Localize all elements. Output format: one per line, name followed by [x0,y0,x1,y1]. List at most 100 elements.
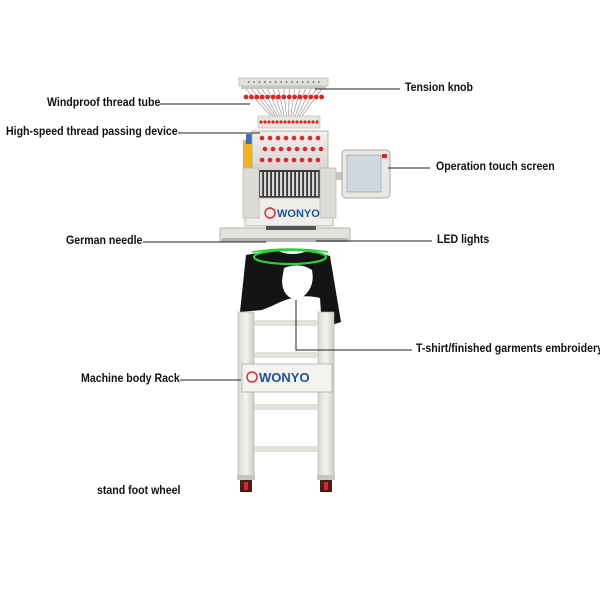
label-operation-touch-screen: Operation touch screen [436,161,555,173]
tension-disc-icon [275,157,281,163]
label-stand-foot-wheel: stand foot wheel [97,485,181,497]
machine-head [242,130,337,227]
thread-guide-icon [267,120,271,124]
tension-knob-icon [270,94,276,100]
stand-screw-icon [307,81,309,83]
tension-knobs [259,135,324,163]
needle-bar [292,172,295,196]
label-led-lights: LED lights [437,234,490,246]
stand-screw-icon [253,81,256,83]
label-german-needle: German needle [66,235,143,247]
stand-screw-icon [269,81,272,83]
thread-guide-icon [275,120,279,124]
leader-lines [143,88,432,381]
tension-knob-icon [243,94,249,100]
tension-disc-icon [310,146,316,152]
thread-guide-icon [299,120,303,124]
thread-guide-icon [307,120,311,124]
needle-bar [260,172,263,196]
thread-cone-blue [246,134,257,144]
label-tension-knob: Tension knob [405,82,473,94]
tension-disc-icon [302,146,308,152]
thread-guide-icon [279,120,283,124]
stand-screw-icon [301,81,304,83]
tension-knob-icon [276,94,281,100]
label-windproof-thread-tube: Windproof thread tube [47,97,161,109]
stand-screw-icon [296,81,299,83]
stand-screw-icon [291,81,293,83]
thread-guide-icon [283,120,287,124]
needle-bar [268,172,271,196]
stand-screw-icon [247,81,250,83]
needle-bar [300,172,303,196]
tension-disc-icon [307,135,313,141]
tension-disc-icon [283,135,289,141]
needle-bar [284,172,287,196]
tension-disc-icon [299,135,305,141]
tension-knob-icon [308,94,314,100]
tension-disc-icon [318,146,324,152]
stand-screw-icon [312,81,315,83]
rack-logo: WONYO [246,370,310,385]
tension-disc-icon [291,135,297,141]
thread-guide-icon [303,120,307,124]
stand-screw-icon [258,81,261,83]
thread-guide-icon [311,120,315,124]
tension-knob-icon [313,94,319,100]
tension-disc-icon [267,157,273,163]
operation-touch-screen [336,149,391,199]
tension-disc-icon [315,157,321,163]
thread-guide-icon [287,120,291,124]
machine-body-rack: WONYO [237,311,335,492]
thread-guide-icon [295,120,299,124]
tension-knob-row [243,81,324,100]
thread-guide-icon [259,120,263,124]
needle-bar [296,172,299,196]
thread-guide-icon [315,120,319,124]
stand-screw-icon [274,81,277,83]
tension-disc-icon [294,146,300,152]
screen-stop-icon [382,154,387,158]
stand-screw-icon [264,81,266,83]
tension-disc-icon [262,146,268,152]
tension-knob-icon [319,94,324,100]
tension-disc-icon [315,135,321,141]
tension-knob-icon [254,94,260,100]
tension-disc-icon [267,135,273,141]
tension-knob-icon [303,94,308,100]
label-tshirt-embroidery: T-shirt/finished garments embroidery [416,343,600,355]
label-machine-body-rack: Machine body Rack [81,373,180,385]
tension-knob-icon [265,94,270,100]
tension-disc-icon [286,146,292,152]
logo-mark-icon [264,207,276,219]
foot-wheels [237,475,335,492]
tension-knob-icon [281,94,287,100]
tension-disc-icon [299,157,305,163]
needle-bar [316,172,319,196]
tension-knob-icon [292,94,297,100]
needle-bar [308,172,311,196]
needle-bar [304,172,307,196]
tension-disc-icon [278,146,284,152]
needle-bar [276,172,279,196]
head-logo-text: WONYO [277,208,320,220]
needle-bar [288,172,291,196]
stand-screw-icon [285,81,288,83]
tension-disc-icon [307,157,313,163]
screen-display [346,154,382,193]
needle-bar [312,172,315,196]
tension-disc-icon [275,135,281,141]
needle-bar [280,172,283,196]
thread-guides [259,120,319,124]
led-hoop-ring [252,248,328,266]
tension-knob-icon [259,94,265,100]
leader-tshirt [295,300,412,351]
tension-disc-icon [259,135,265,141]
work-table [219,226,351,242]
rack-logo-mark-icon [246,371,258,383]
head-logo: WONYO [264,207,320,220]
tension-knob-icon [286,94,292,100]
needle-bar [272,172,275,196]
